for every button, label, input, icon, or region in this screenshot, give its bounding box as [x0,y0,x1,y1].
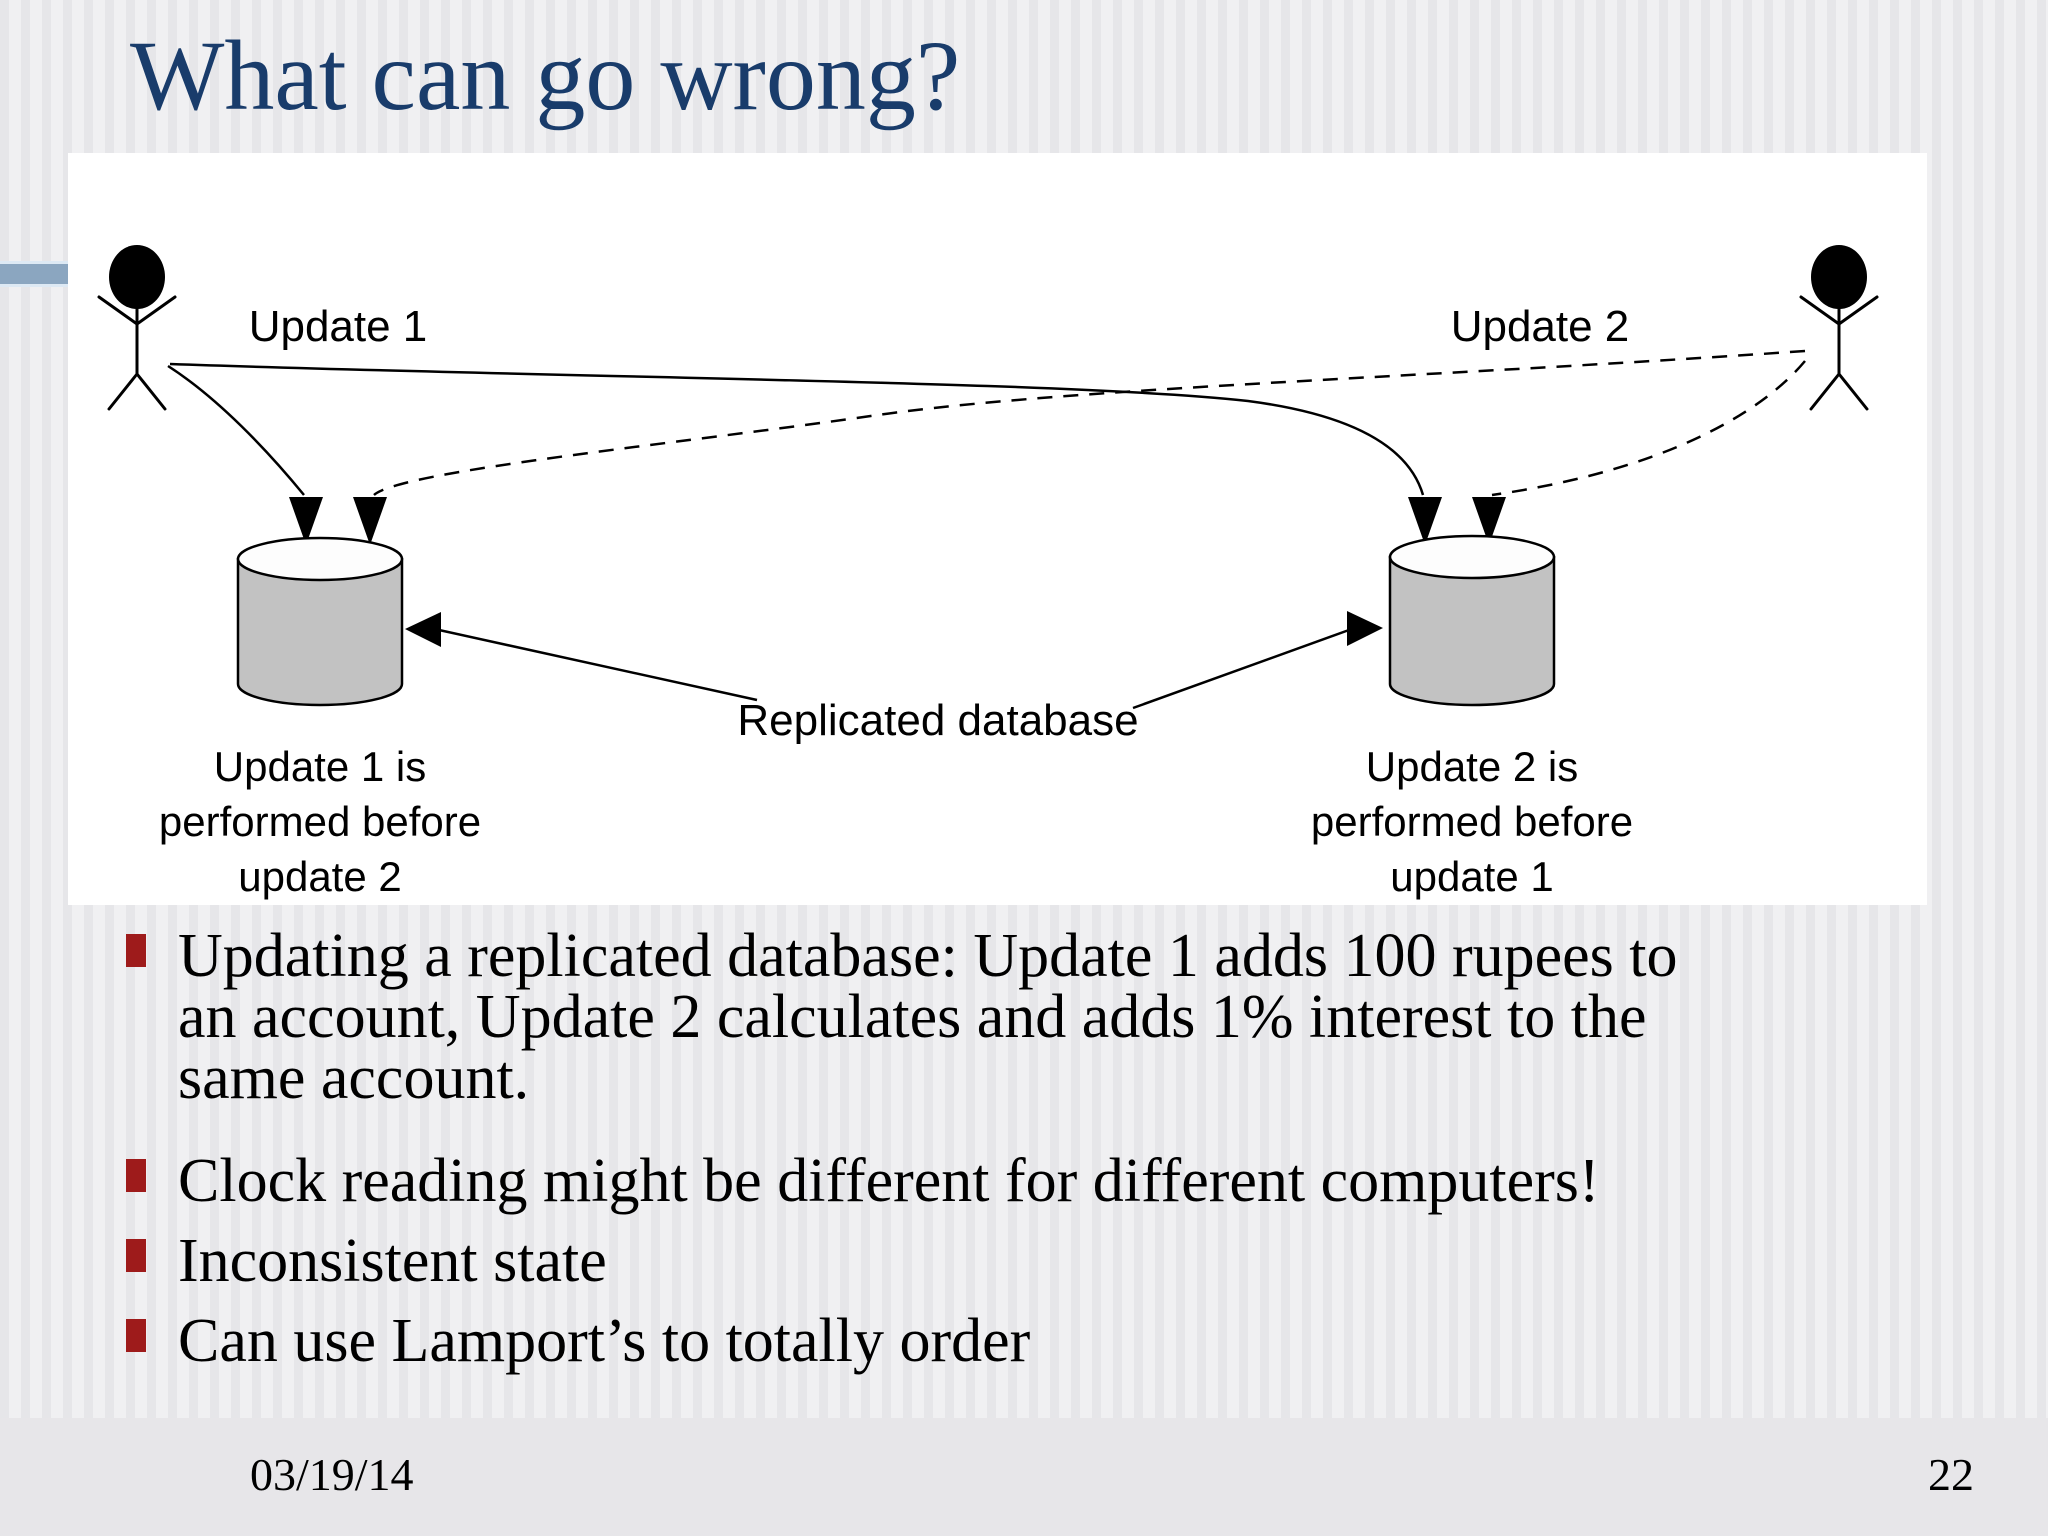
footer-page-number: 22 [1928,1449,1974,1500]
page-title: What can go wrong? [130,20,961,131]
arrowhead-left-db-dashed [353,497,387,545]
bullet-square-icon [126,1159,146,1192]
right-user-figure [1799,245,1879,411]
replicated-database-diagram: Update 1 Update 2 Replicated database Up… [97,245,1879,900]
diagram-panel: Update 1 Update 2 Replicated database Up… [68,153,1927,905]
bullet-square-icon [126,1239,146,1272]
bullet-square-icon [126,934,146,967]
left-database-top [236,536,404,582]
left-user-head [109,245,165,309]
arrowhead-pointer-left [405,612,441,647]
left-db-caption-line: performed before [159,798,481,845]
arrowhead-right-db-dashed [1472,497,1506,545]
left-db-caption-line: Update 1 is [214,743,426,790]
bullet-text-line: an account, Update 2 calculates and adds… [178,983,1647,1051]
arrowhead-left-db-solid [289,497,323,545]
update2-short-dashed-line [1491,360,1806,497]
bullet-text-line: same account. [178,1044,530,1112]
right-user-body [1799,295,1879,411]
left-user-figure [97,245,177,411]
right-user-head [1811,245,1867,309]
bullet-list: Updating a replicated database: Update 1… [120,922,1930,1391]
left-database-body [236,557,404,707]
bullet-square-icon [126,1319,146,1352]
right-database-cylinder [1388,534,1556,707]
bullet-text-line: Updating a replicated database: Update 1… [178,922,1678,990]
update1-short-line [167,364,305,496]
arrowhead-right-db-solid [1408,497,1442,545]
replicated-db-left-pointer-line [438,628,758,702]
bullet-text-line: Inconsistent state [178,1227,607,1295]
right-database-top [1388,534,1556,580]
right-db-caption-line: Update 2 is [1366,743,1578,790]
replicated-database-label: Replicated database [737,696,1138,745]
update1-label: Update 1 [249,302,428,351]
footer-band [0,1418,2048,1536]
accent-bar [0,261,68,287]
bullet-item: Updating a replicated database: Update 1… [120,922,1930,1112]
arrowhead-pointer-right [1347,611,1383,646]
bullet-text-line: Can use Lamport’s to totally order [178,1307,1031,1375]
left-user-body [97,295,177,411]
right-db-caption-line: performed before [1311,798,1633,845]
right-database-body [1388,555,1556,707]
bullet-item: Can use Lamport’s to totally order [120,1307,1930,1375]
right-db-caption: Update 2 is performed before update 1 [1311,743,1633,900]
left-db-caption: Update 1 is performed before update 2 [159,743,481,900]
replicated-db-right-pointer-line [1132,628,1350,710]
footer-date: 03/19/14 [250,1449,414,1500]
right-db-caption-line: update 1 [1390,853,1554,900]
bullet-text-line: Clock reading might be different for dif… [178,1147,1600,1215]
update2-long-dashed-line [373,349,1806,496]
update2-label: Update 2 [1451,302,1630,351]
bullet-item: Clock reading might be different for dif… [120,1147,1930,1215]
left-db-caption-line: update 2 [238,853,402,900]
update1-long-line [169,362,1425,496]
bullet-item: Inconsistent state [120,1227,1930,1295]
left-database-cylinder [236,536,404,707]
